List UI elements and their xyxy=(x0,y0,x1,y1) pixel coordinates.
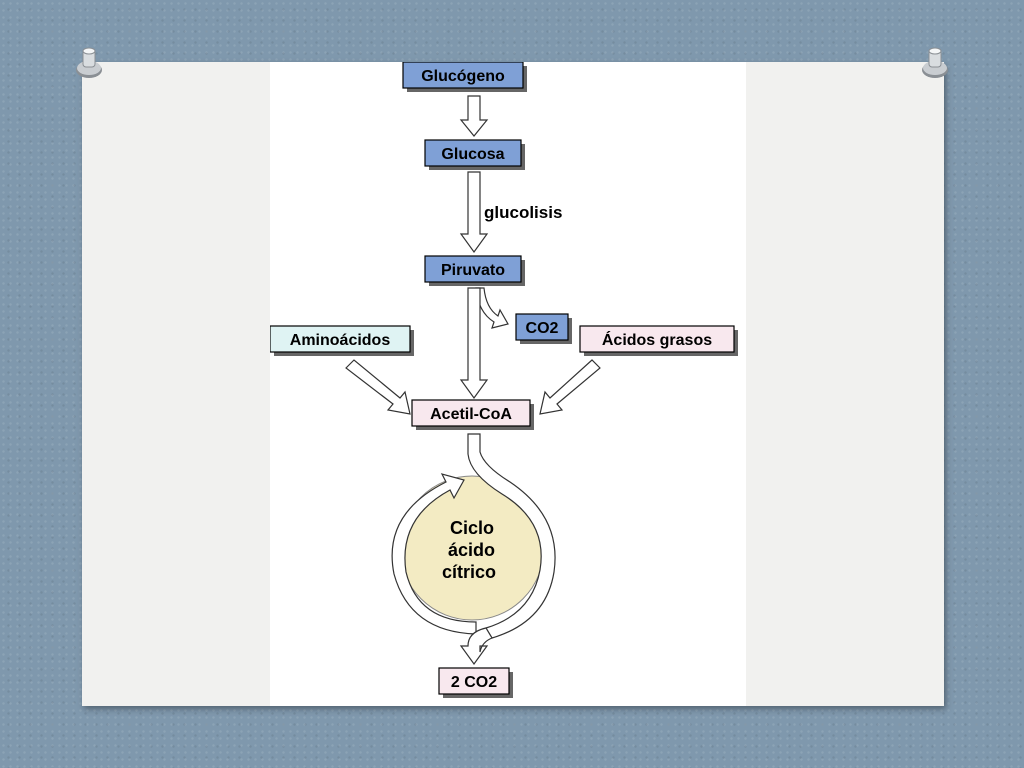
node-acetil-coa-label: Acetil-CoA xyxy=(430,406,512,423)
arrow-piruvato-acetilcoa xyxy=(459,287,489,400)
edge-label-glucolisis: glucolisis xyxy=(484,203,562,222)
cycle-arrow xyxy=(391,473,477,635)
node-acidos-grasos: Ácidos grasos xyxy=(579,325,738,356)
node-piruvato-label: Piruvato xyxy=(441,262,505,279)
cycle-label-line2: ácido xyxy=(448,540,495,560)
arrow-piruvato-co2 xyxy=(475,287,509,329)
pathway-figure: Glucógeno Glucosa glucolisis Piruvato CO… xyxy=(269,61,746,706)
node-glucogeno-label: Glucógeno xyxy=(421,68,505,85)
pin-icon xyxy=(922,47,948,78)
node-aminoacidos-label: Aminoácidos xyxy=(290,332,391,349)
arrow-glucogeno-glucosa xyxy=(459,95,489,137)
node-2co2: 2 CO2 xyxy=(438,667,513,698)
node-glucosa: Glucosa xyxy=(424,139,525,170)
node-glucogeno: Glucógeno xyxy=(402,61,527,92)
node-glucosa-label: Glucosa xyxy=(441,146,504,163)
cycle-label-line3: cítrico xyxy=(442,562,496,582)
node-co2-label: CO2 xyxy=(526,320,559,337)
arrow-aminoacidos-acetilcoa xyxy=(345,359,411,415)
arrow-glucosa-piruvato xyxy=(459,171,489,254)
node-acidos-grasos-label: Ácidos grasos xyxy=(602,330,712,349)
node-aminoacidos: Aminoácidos xyxy=(269,325,414,356)
node-acetil-coa: Acetil-CoA xyxy=(411,399,534,430)
arrow-cycle-2co2 xyxy=(459,627,493,666)
arrow-acidos-grasos-acetilcoa xyxy=(539,359,601,415)
cycle-label-line1: Ciclo xyxy=(450,518,494,538)
node-piruvato: Piruvato xyxy=(424,255,525,286)
pin-icon xyxy=(76,47,102,78)
node-co2: CO2 xyxy=(515,313,572,344)
pathway-diagram: Glucógeno Glucosa glucolisis Piruvato CO… xyxy=(269,61,738,698)
node-2co2-label: 2 CO2 xyxy=(451,674,497,691)
